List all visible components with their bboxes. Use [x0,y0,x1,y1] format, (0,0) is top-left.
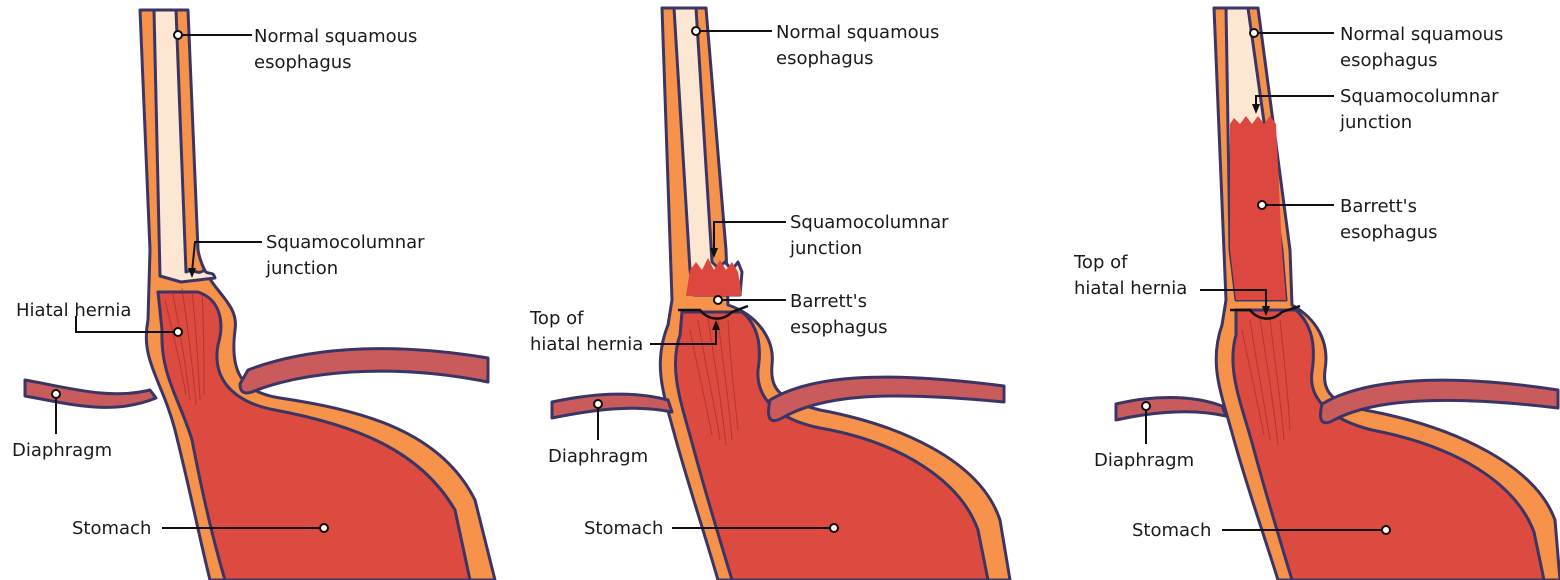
label-squamocolumnar-line1: Squamocolumnar [1340,86,1499,107]
label-top-hiatal-hernia-line1: Top of [1073,252,1128,273]
label-squamocolumnar-line2: junction [1339,112,1412,133]
diaphragm-left [552,394,672,418]
panel-3-long-barretts: Normal squamous esophagus Squamocolumnar… [1073,8,1560,580]
label-normal-squamous-line1: Normal squamous [254,26,417,47]
label-barretts-line2: esophagus [790,317,888,338]
label-stomach-text: Stomach [584,518,663,539]
label-normal-squamous: Normal squamous esophagus [174,26,417,73]
label-top-hiatal-hernia-line1: Top of [529,308,584,329]
diaphragm-right [240,349,488,393]
label-top-hiatal-hernia-line2: hiatal hernia [1074,278,1187,299]
label-normal-squamous: Normal squamous esophagus [692,22,939,69]
panel-2-short-barretts: Normal squamous esophagus Squamocolumnar… [529,8,1010,580]
stomach [1233,310,1544,580]
label-squamocolumnar: Squamocolumnar junction [188,232,425,279]
label-top-hiatal-hernia-line2: hiatal hernia [530,334,643,355]
label-squamocolumnar-line2: junction [789,238,862,259]
diaphragm-left [25,380,156,407]
label-diaphragm-text: Diaphragm [548,446,648,467]
label-squamocolumnar: Squamocolumnar junction [710,212,949,259]
label-normal-squamous-line2: esophagus [1340,50,1438,71]
label-stomach-text: Stomach [72,518,151,539]
label-normal-squamous: Normal squamous esophagus [1250,24,1503,71]
label-hiatal-hernia-text: Hiatal hernia [16,300,131,321]
panel-1-hiatal-hernia: Normal squamous esophagus Squamocolumnar… [12,10,495,580]
label-diaphragm-text: Diaphragm [1094,450,1194,471]
label-normal-squamous-line2: esophagus [776,48,874,69]
label-squamocolumnar-line2: junction [265,258,338,279]
label-normal-squamous-line1: Normal squamous [776,22,939,43]
label-barretts-line1: Barrett's [1340,196,1417,217]
label-barretts-line2: esophagus [1340,222,1438,243]
label-stomach-text: Stomach [1132,520,1211,541]
label-squamocolumnar-line1: Squamocolumnar [266,232,425,253]
label-normal-squamous-line2: esophagus [254,52,352,73]
diaphragm-left [1116,398,1226,421]
label-barretts-line1: Barrett's [790,291,867,312]
label-diaphragm-text: Diaphragm [12,440,112,461]
label-squamocolumnar-line1: Squamocolumnar [790,212,949,233]
label-normal-squamous-line1: Normal squamous [1340,24,1503,45]
label-squamocolumnar: Squamocolumnar junction [1252,86,1499,133]
